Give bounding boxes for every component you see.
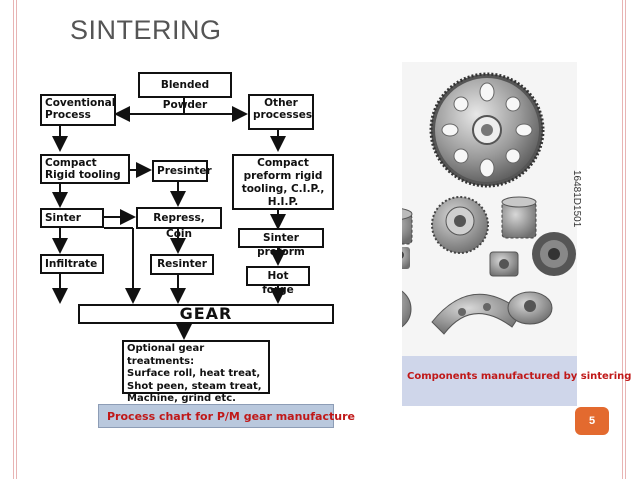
spur-gear-center	[431, 196, 489, 254]
flowchart-caption: Process chart for P/M gear manufacture	[107, 410, 355, 423]
small-bushing	[402, 247, 410, 269]
left-frame-rail	[13, 0, 17, 479]
sintered-components-illustration	[402, 72, 576, 335]
node-other-processes: Other processes	[248, 94, 314, 130]
node-compact-preform: Compact preform rigid tooling, C.I.P., H…	[232, 154, 334, 210]
components-photo	[402, 62, 577, 402]
photo-caption-bar: Components manufactured by sintering	[402, 356, 631, 406]
cam-component	[507, 291, 553, 325]
large-gear-wheel	[429, 72, 545, 188]
flowchart-connectors	[52, 98, 286, 340]
optional-treatments-line-3: Machine, grind etc.	[127, 393, 236, 404]
node-compact-rigid-tooling: Compact Rigid tooling	[40, 154, 130, 184]
page-number-badge: 5	[575, 407, 609, 435]
optional-treatments-line-2: Shot peen, steam treat,	[127, 380, 262, 392]
flanged-disc	[402, 290, 412, 328]
spur-gear-right	[501, 196, 537, 239]
node-blended-powder: Blended Powder	[138, 72, 232, 111]
node-repress-coin: Repress, Coin	[136, 207, 222, 240]
optional-treatments-line-1: Surface roll, heat treat,	[127, 368, 261, 379]
hex-part	[489, 251, 519, 277]
node-hot-forge: Hot forge	[246, 266, 310, 296]
process-flowchart: Blended Powder Coventional Process Other…	[38, 62, 355, 432]
optional-treatments-title: Optional gear treatments:	[127, 343, 205, 367]
side-id-label: 16481D1501	[571, 170, 582, 228]
spur-gear-left	[402, 208, 413, 245]
slide-title: SINTERING	[70, 15, 222, 45]
node-presinter: Presinter	[152, 160, 212, 182]
node-conventional-process: Coventional Process	[40, 94, 116, 126]
node-resinter: Resinter	[150, 254, 214, 275]
right-frame-rail	[622, 0, 626, 479]
node-infiltrate: Infiltrate	[40, 254, 104, 274]
arc-component	[431, 293, 523, 335]
node-gear: GEAR	[78, 304, 334, 324]
flowchart-caption-bar: Process chart for P/M gear manufacture	[98, 404, 355, 428]
node-sinter-preform: Sinter preform	[238, 228, 324, 258]
photo-caption: Components manufactured by sintering	[407, 371, 632, 382]
node-optional-treatments: Optional gear treatments: Surface roll, …	[122, 340, 270, 404]
ring-component	[532, 232, 576, 276]
node-sinter: Sinter	[40, 208, 104, 228]
